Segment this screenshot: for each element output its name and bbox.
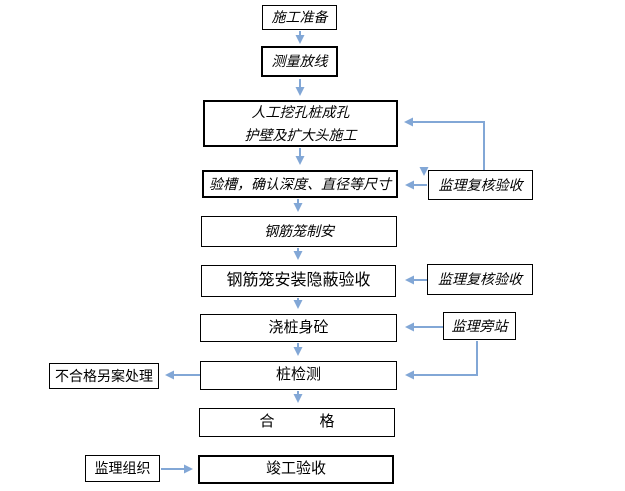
flow-node-supervisor-organize: 监理组织 (85, 455, 160, 482)
flow-node-construction-prep: 施工准备 (262, 5, 337, 30)
flow-node-pit-inspection: 验槽，确认深度、直径等尺寸 (202, 170, 398, 198)
flow-node-pour-pile-concrete: 浇桩身砼 (200, 314, 397, 342)
flow-node-unqualified-handling: 不合格另案处理 (49, 363, 159, 389)
flow-node-completion-acceptance: 竣工验收 (198, 455, 394, 484)
flow-node-label: 浇桩身砼 (268, 318, 329, 336)
flow-node-label: 钢筋笼制安 (264, 223, 334, 239)
flow-node-label: 监理组织 (94, 460, 151, 476)
flow-node-label-line2: 护壁及扩大头施工 (244, 126, 357, 143)
flow-node-label: 验槽，确认深度、直径等尺寸 (209, 175, 391, 192)
connector-review1-to-dig (404, 117, 485, 170)
flow-node-supervisor-review-2: 监理复核验收 (427, 264, 533, 295)
flow-node-rebar-cage-fabrication: 钢筋笼制安 (201, 216, 397, 247)
flow-node-label: 监理旁站 (451, 317, 508, 334)
flow-node-supervisor-bystand: 监理旁站 (443, 312, 516, 340)
flow-node-label: 施工准备 (271, 9, 328, 25)
flow-node-label: 不合格另案处理 (55, 367, 153, 384)
flow-node-label: 测量放线 (271, 53, 328, 69)
flow-node-supervisor-review-1: 监理复核验收 (428, 170, 533, 200)
flow-node-label: 钢筋笼安装隐蔽验收 (226, 272, 371, 289)
flow-node-label: 竣工验收 (265, 460, 326, 478)
flow-node-label: 桩检测 (275, 366, 321, 384)
flow-node-label: 监理复核验收 (438, 271, 522, 287)
connector-bystand-to-test (405, 341, 478, 380)
flow-node-qualified: 合 格 (199, 408, 395, 437)
flow-node-label: 合 格 (259, 413, 335, 431)
flow-node-survey-layout: 测量放线 (261, 46, 338, 77)
flow-node-pile-testing: 桩检测 (200, 361, 397, 390)
flow-node-label-line1: 人工挖孔桩成孔 (251, 103, 350, 120)
flow-node-manual-dig-pile: 人工挖孔桩成孔 护壁及扩大头施工 (203, 100, 398, 147)
flow-node-rebar-cage-acceptance: 钢筋笼安装隐蔽验收 (201, 265, 396, 297)
flow-node-label: 监理复核验收 (438, 176, 523, 193)
